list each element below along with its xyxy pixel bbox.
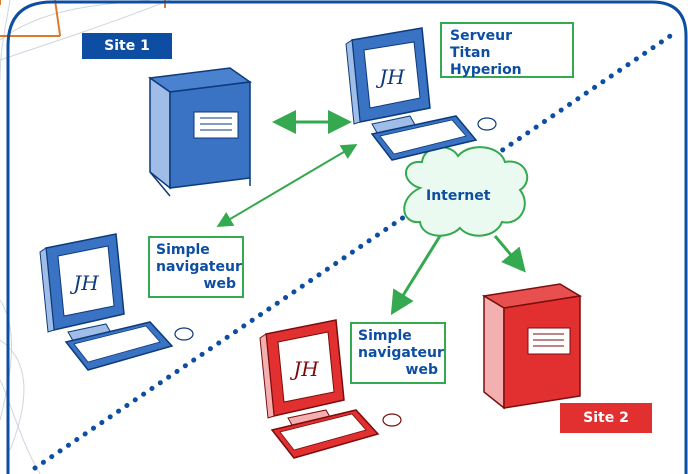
browser-right-line2: navigateur: [358, 345, 444, 361]
server-workstation: [345, 27, 497, 161]
diagram-frame: [6, 0, 688, 474]
site-divider: [32, 29, 679, 471]
monitor-logo-server: JH: [375, 65, 405, 89]
server-label: Serveur Titan Hyperion: [440, 22, 574, 78]
site2-server-tower: [481, 283, 583, 410]
orange-corner: [0, 0, 166, 36]
browser-right-label: Simple navigateur web: [350, 322, 446, 384]
site1-label: Site 1: [82, 33, 172, 59]
background-swirls: [0, 0, 171, 474]
server-label-line1: Serveur: [450, 28, 512, 44]
right-browser-workstation: [259, 319, 402, 459]
site2-label-text: Site 2: [583, 410, 629, 426]
browser-left-line1: Simple: [156, 242, 210, 258]
site1-server-tower: [147, 67, 253, 197]
arrow-internet-browser-right: [390, 235, 442, 316]
monitor-logo-left: JH: [69, 271, 99, 295]
arrow-browser-left-server: [216, 143, 358, 228]
monitor-logo-right: JH: [289, 357, 319, 381]
left-browser-workstation: [39, 233, 194, 371]
browser-left-label: Simple navigateur web: [148, 236, 244, 298]
site2-label: Site 2: [560, 403, 652, 433]
server-label-line2: Titan Hyperion: [450, 45, 522, 78]
site1-label-text: Site 1: [104, 38, 150, 54]
browser-right-line1: Simple: [358, 328, 412, 344]
browser-right-line3: web: [405, 362, 438, 378]
arrow-internet-site2: [493, 235, 526, 273]
internet-label-text: Internet: [426, 188, 491, 204]
browser-left-line2: navigateur: [156, 259, 242, 275]
browser-left-line3: web: [203, 276, 236, 292]
internet-label: Internet: [426, 188, 490, 205]
